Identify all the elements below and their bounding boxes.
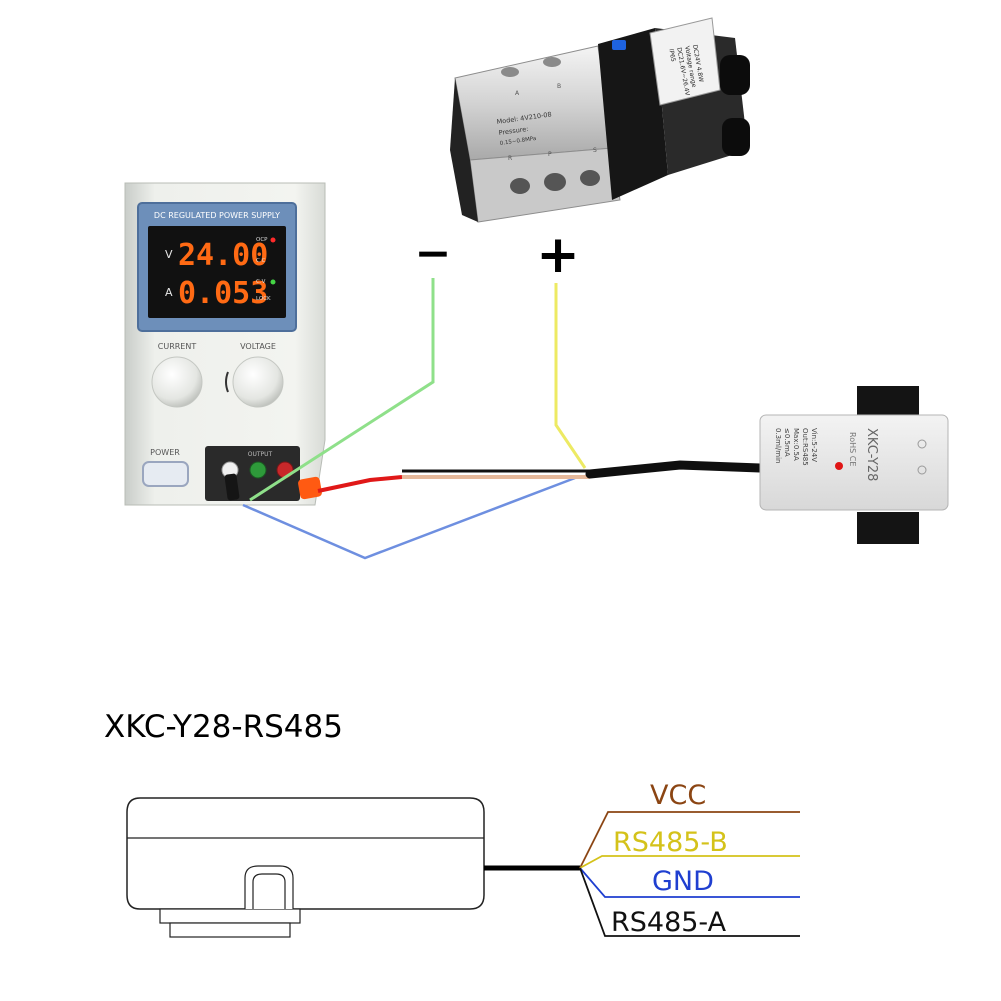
schematic-wire-rs485-b: RS485-B [579, 827, 800, 869]
valve-coil-label-plate [649, 17, 721, 106]
positive-polarity-mark: + [536, 225, 580, 285]
schematic-wire-gnd: GND [579, 866, 800, 898]
schematic-wire-vcc: VCC [579, 780, 800, 869]
sensor-mount-hole-2 [917, 465, 927, 475]
sensor-spec-4: ≤0.5mA [783, 428, 791, 457]
valve-coil-line-4: IP65 [667, 48, 676, 62]
valve-block-top [454, 45, 613, 161]
psu-power-button[interactable] [142, 461, 189, 487]
xkc-y28-sensor: Vin:5-24V Out:RS485 Max:0.5A ≤0.5mA 0.3m… [759, 386, 949, 544]
blue-wire [242, 476, 576, 560]
sensor-spec-5: 0.3ml/min [774, 428, 782, 463]
sensor-spec-2: Out:RS485 [801, 428, 809, 466]
valve-port-3 [580, 170, 600, 186]
valve-connector-1 [720, 55, 750, 95]
psu-red-probe[interactable] [297, 476, 322, 500]
sensor-body [759, 414, 949, 511]
sensor-spec-3: Max:0.5A [792, 428, 800, 461]
sensor-mount-hole-1 [917, 439, 927, 449]
psu-voltage-unit: V [165, 248, 173, 261]
psu-black-probe[interactable] [224, 473, 240, 501]
sensor-led [835, 462, 843, 470]
rs485-b-wire-line [579, 855, 800, 869]
psu-ocp-led [270, 237, 276, 243]
power-supply: DC REGULATED POWER SUPPLY V 24.00 A 0.05… [124, 182, 326, 506]
sensor-outline-body [126, 797, 485, 910]
psu-current-unit: A [165, 286, 173, 299]
sensor-spec-1: Vin:5-24V [810, 428, 818, 462]
sensor-outline-clip-inner [252, 873, 286, 909]
red-wire [317, 475, 403, 493]
sensor-outline-clip [244, 865, 294, 909]
psu-terminal-ground[interactable] [249, 461, 267, 479]
sensor-model-text: XKC-Y28 [864, 428, 879, 481]
valve-port-r-label: R [508, 155, 512, 162]
valve-left-cap [450, 78, 478, 222]
negative-polarity-mark: − [415, 228, 452, 279]
green-wire [249, 278, 435, 502]
valve-port-s-label: S [593, 147, 597, 154]
psu-voltage-reading: 24.00 [178, 238, 268, 273]
psu-voltage-label: VOLTAGE [240, 342, 276, 351]
schematic-wire-rs485-a: RS485-A [579, 867, 800, 938]
gnd-wire-line [579, 867, 800, 898]
wires [242, 278, 765, 560]
sensor-outline-base [159, 908, 301, 924]
valve-top-port-a [501, 67, 519, 77]
valve-manual-override-button[interactable] [612, 40, 626, 50]
rs485-a-wire-line [579, 867, 800, 937]
psu-ind-lock: LOCK [256, 296, 271, 302]
psu-current-reading: 0.053 [178, 276, 268, 311]
psu-power-label: POWER [150, 448, 180, 457]
psu-ind-cv: C.V [256, 279, 266, 285]
sensor-outline-foot [169, 922, 291, 938]
psu-cv-led [270, 279, 276, 285]
gnd-label: GND [652, 866, 714, 897]
yellow-wire [554, 283, 587, 469]
sensor-cert-text: RoHS CE [848, 432, 857, 466]
vcc-label: VCC [650, 780, 706, 811]
psu-current-knob[interactable] [151, 356, 203, 408]
rs485-b-label: RS485-B [613, 827, 728, 858]
rs485-a-label: RS485-A [611, 907, 727, 938]
valve-connector-2 [722, 118, 750, 156]
sensor-strap-bottom [857, 512, 919, 544]
psu-lcd [148, 226, 286, 318]
valve-coil-body [598, 28, 668, 200]
sensor-cable [585, 460, 765, 479]
psu-voltage-knob[interactable] [232, 356, 284, 408]
valve-port-2 [544, 173, 566, 191]
psu-current-label: CURRENT [158, 342, 197, 351]
valve-port-p-label: P [548, 151, 552, 158]
valve-port-b-label: B [557, 83, 561, 90]
valve-top-port-b [543, 57, 561, 67]
sensor-outline [126, 797, 485, 938]
valve-port-1 [510, 178, 530, 194]
psu-knob-divider [225, 371, 229, 393]
vcc-wire-line [579, 811, 800, 869]
sensor-spec-text: Vin:5-24V Out:RS485 Max:0.5A ≤0.5mA 0.3m… [774, 428, 818, 466]
psu-ind-ocp: OCP [256, 237, 268, 243]
psu-header-text: DC REGULATED POWER SUPPLY [154, 211, 280, 220]
psu-output-label: OUTPUT [248, 451, 273, 458]
diagram-title: XKC-Y28-RS485 [104, 709, 343, 745]
solenoid-valve: A B Model: 4V210-08 Pressure: 0.15~0.8MP… [450, 17, 750, 223]
psu-ind-cc: C.C [256, 258, 266, 264]
valve-pressure-value: 0.15~0.8MPa [499, 136, 536, 147]
valve-port-a-label: A [515, 90, 520, 97]
